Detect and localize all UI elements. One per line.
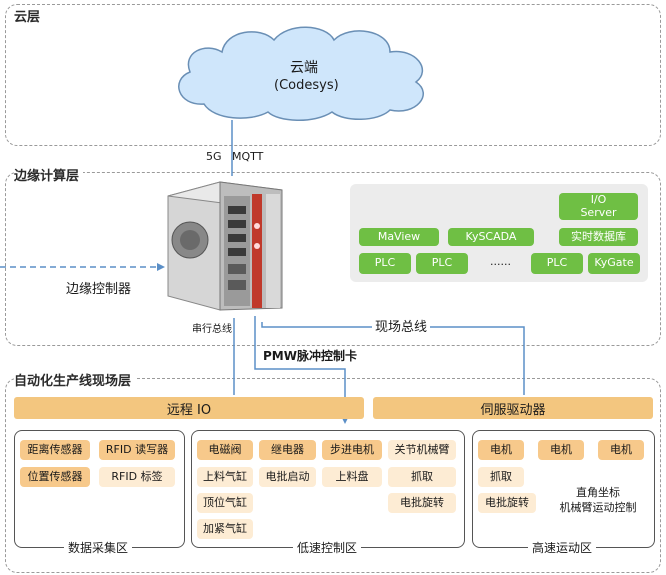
software-plc-2: PLC <box>416 253 468 274</box>
position-sensor: 位置传感器 <box>20 467 90 487</box>
serial-bus-label: 串行总线 <box>192 324 232 335</box>
cloud-layer-title: 云层 <box>14 10 41 25</box>
screwdriver-start: 电批启动 <box>259 467 316 487</box>
software-plc-3: PLC <box>531 253 583 274</box>
grab-low: 抓取 <box>388 467 456 487</box>
field-layer <box>5 378 661 573</box>
software-kygate: KyGate <box>588 253 640 274</box>
pwm-card-label: PMW脉冲控制卡 <box>263 349 357 363</box>
motor-3: 电机 <box>598 440 644 460</box>
servo-drive-bar: 伺服驱动器 <box>373 397 653 419</box>
cloud-node-subtitle: (Codesys) <box>274 78 339 93</box>
software-realtime-db: 实时数据库 <box>559 228 638 246</box>
software-maview: MaView <box>359 228 439 246</box>
edge-layer-title: 边缘计算层 <box>14 165 84 184</box>
high-speed-zone-label: 高速运动区 <box>527 539 597 556</box>
motor-1: 电机 <box>478 440 524 460</box>
screwdriver-rotate-low: 电批旋转 <box>388 493 456 513</box>
data-acquisition-zone-label: 数据采集区 <box>63 539 133 556</box>
feed-cylinder: 上料气缸 <box>197 467 253 487</box>
cloud-layer <box>5 4 661 146</box>
field-bus-label: 现场总线 <box>372 316 431 335</box>
distance-sensor: 距离传感器 <box>20 440 90 460</box>
low-speed-zone-label: 低速控制区 <box>292 539 362 556</box>
screwdriver-rotate-high: 电批旋转 <box>478 493 536 513</box>
joint-robot-arm: 关节机械臂 <box>388 440 456 460</box>
edge-layer <box>5 172 661 346</box>
rfid-reader: RFID 读写器 <box>99 440 175 460</box>
feed-tray: 上料盘 <box>322 467 382 487</box>
software-plc-1: PLC <box>359 253 411 274</box>
top-cylinder: 顶位气缸 <box>197 493 253 513</box>
edge-controller-label: 边缘控制器 <box>66 282 132 297</box>
software-ellipsis: ...... <box>490 255 511 268</box>
cloud-node-title: 云端 <box>290 60 318 76</box>
link-protocol-label: 5G MQTT <box>206 150 264 163</box>
solenoid-valve: 电磁阀 <box>197 440 253 460</box>
cloud-shape <box>178 26 424 121</box>
grab-high: 抓取 <box>478 467 524 487</box>
clamp-cylinder: 加紧气缸 <box>197 519 253 539</box>
field-layer-title: 自动化生产线现场层 <box>14 370 136 389</box>
edge-controller-device <box>167 181 283 311</box>
rfid-tag: RFID 标签 <box>99 467 175 487</box>
software-kyscada: KySCADA <box>448 228 534 246</box>
cartesian-arm-note: 直角坐标 机械臂运动控制 <box>559 486 637 514</box>
stepper-motor: 步进电机 <box>322 440 382 460</box>
relay: 继电器 <box>259 440 316 460</box>
motor-2: 电机 <box>538 440 584 460</box>
io-server-node: I/O Server <box>559 193 638 220</box>
remote-io-bar: 远程 IO <box>14 397 364 419</box>
